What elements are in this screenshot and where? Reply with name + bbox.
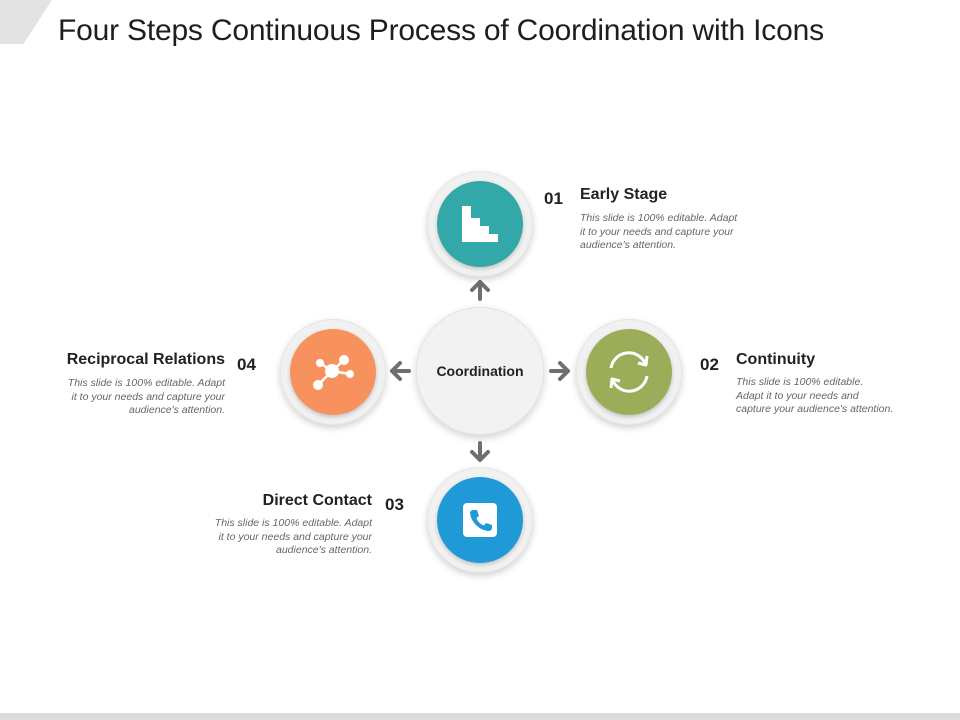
page-title: Four Steps Continuous Process of Coordin… xyxy=(58,14,824,47)
step-02-node xyxy=(576,319,682,425)
step-03-title: Direct Contact xyxy=(262,492,372,509)
phone-icon xyxy=(463,503,497,537)
step-04-description: This slide is 100% editable. Adapt it to… xyxy=(67,377,225,416)
step-01-title: Early Stage xyxy=(580,186,668,203)
center-label: Coordination xyxy=(436,363,524,379)
step-01-disc xyxy=(437,181,523,267)
center-circle: Coordination xyxy=(416,307,544,435)
step-02-description: This slide is 100% editable. Adapt it to… xyxy=(736,376,894,415)
step-03-number: 03 xyxy=(385,495,404,514)
step-03-disc xyxy=(437,477,523,563)
bottom-bar xyxy=(0,713,960,720)
step-02-title: Continuity xyxy=(736,351,816,368)
step-04-disc xyxy=(290,329,376,415)
corner-decoration xyxy=(0,0,52,44)
stairs-icon xyxy=(462,206,498,242)
step-03-node xyxy=(427,467,533,573)
network-icon xyxy=(313,355,354,390)
step-02-disc xyxy=(586,329,672,415)
arrow-right-icon xyxy=(549,361,570,381)
step-01-node xyxy=(427,171,533,277)
step-01-description: This slide is 100% editable. Adapt it to… xyxy=(580,212,738,251)
step-04-title: Reciprocal Relations xyxy=(66,351,225,368)
arrow-down-icon xyxy=(470,441,490,462)
step-03-description: This slide is 100% editable. Adapt it to… xyxy=(214,517,372,556)
arrow-left-icon xyxy=(390,361,411,381)
step-01-number: 01 xyxy=(544,189,563,208)
step-02-number: 02 xyxy=(700,355,719,374)
step-04-number: 04 xyxy=(237,355,256,374)
arrow-up-icon xyxy=(470,280,490,301)
refresh-icon xyxy=(609,351,649,393)
step-04-node xyxy=(280,319,386,425)
